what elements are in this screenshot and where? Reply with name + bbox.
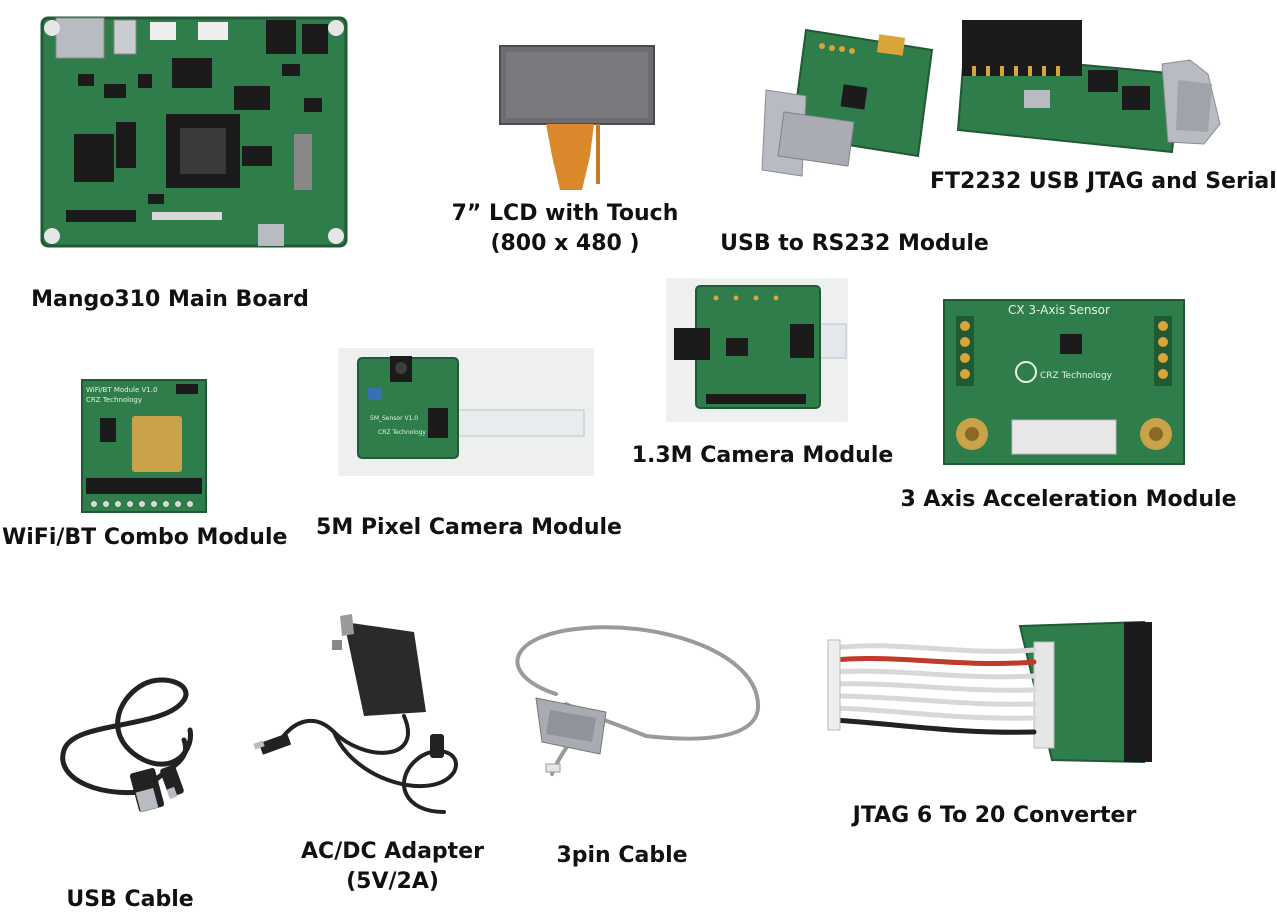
circuit-board-photo-icon — [40, 16, 348, 248]
cable3pin-label: 3pin Cable — [556, 843, 688, 868]
jtag-module-photo-icon — [956, 20, 1221, 154]
cam13m-label: 1.3M Camera Module — [631, 443, 894, 468]
jtag-conv-photo — [827, 620, 1156, 768]
accel-board-title: CX 3-Axis Sensor — [1008, 303, 1110, 317]
cam13m-photo — [666, 278, 848, 422]
adapter-label: AC/DC Adapter (5V/2A) — [301, 839, 484, 894]
lcd-photo — [498, 44, 656, 190]
adapter-photo — [253, 612, 464, 818]
camera-module-photo-icon: 5M_Sensor V1.0 CRZ Technology — [357, 356, 585, 459]
usb-cable-label: USB Cable — [66, 887, 194, 912]
usb-rs232-photo — [761, 26, 940, 186]
wifi-module-photo-icon: WiFi/BT Module V1.0 CRZ Technology — [81, 379, 207, 513]
main-board-photo — [38, 14, 350, 250]
wifi-bt-photo: WiFi/BT Module V1.0 CRZ Technology — [80, 378, 208, 514]
camera-module-photo-icon — [674, 285, 847, 409]
lcd-label: 7” LCD with Touch (800 x 480 ) — [451, 201, 679, 256]
cam5m-board-text: 5M_Sensor V1.0 — [370, 415, 418, 422]
cam5m-board-maker: CRZ Technology — [378, 429, 426, 436]
usb-rs232-label: USB to RS232 Module — [720, 231, 989, 256]
rs232-module-photo-icon — [761, 28, 934, 177]
cable3pin-photo — [496, 614, 766, 778]
cam5m-photo: 5M_Sensor V1.0 CRZ Technology — [338, 348, 594, 476]
jtag-converter-photo-icon — [827, 620, 1152, 764]
jtag-conv-label: JTAG 6 To 20 Converter — [852, 803, 1137, 828]
lcd-panel-photo-icon — [499, 45, 655, 190]
accel-label: 3 Axis Acceleration Module — [900, 487, 1237, 512]
wifi-bt-label: WiFi/BT Combo Module — [2, 525, 288, 550]
ft2232-label: FT2232 USB JTAG and Serial — [930, 169, 1277, 194]
power-adapter-photo-icon — [253, 614, 458, 814]
sensor-module-photo-icon: CX 3-Axis Sensor CRZ Technology — [943, 299, 1185, 465]
usb-cable-photo — [44, 670, 214, 814]
ft2232-photo — [956, 14, 1226, 156]
wifi-board-maker: CRZ Technology — [86, 396, 142, 404]
accel-board-maker: CRZ Technology — [1040, 371, 1113, 381]
wifi-board-text: WiFi/BT Module V1.0 — [86, 386, 157, 394]
accel-photo: CX 3-Axis Sensor CRZ Technology — [942, 298, 1186, 466]
usb-cable-photo-icon — [60, 677, 193, 813]
main-board-label: Mango310 Main Board — [31, 287, 309, 312]
cam5m-label: 5M Pixel Camera Module — [316, 515, 622, 540]
serial-cable-photo-icon — [515, 625, 761, 776]
